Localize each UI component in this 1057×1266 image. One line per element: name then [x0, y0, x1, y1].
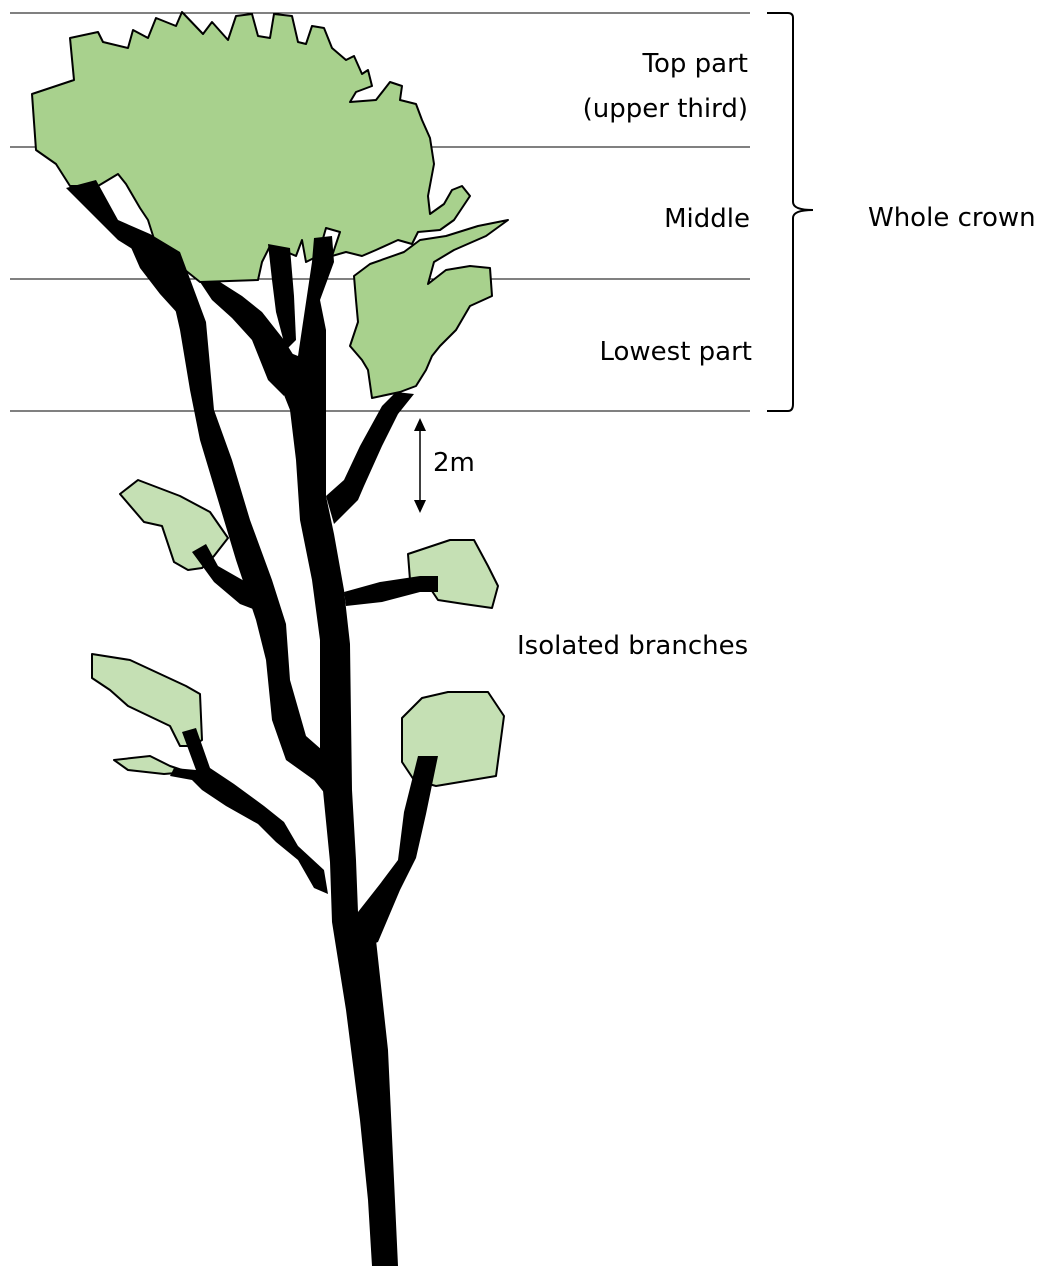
- label-whole-crown: Whole crown: [868, 203, 1036, 233]
- gap-arrow: [414, 418, 426, 513]
- label-gap-2m: 2m: [433, 448, 475, 478]
- crown-main-foliage: [32, 12, 470, 282]
- label-middle: Middle: [664, 204, 750, 234]
- label-lowest-part: Lowest part: [599, 337, 752, 367]
- isolated-foliage-upper-right: [408, 540, 498, 608]
- isolated-branch-upper-right: [344, 576, 438, 606]
- label-top-part: Top part: [642, 49, 748, 79]
- gap-arrow-up-head: [414, 418, 426, 431]
- isolated-branch-lower-right: [358, 756, 438, 948]
- gap-arrow-down-head: [414, 500, 426, 513]
- label-isolated-branches: Isolated branches: [517, 631, 748, 661]
- crown-right-branch: [326, 392, 414, 524]
- label-upper-third: (upper third): [583, 94, 748, 124]
- whole-crown-bracket: [767, 13, 813, 411]
